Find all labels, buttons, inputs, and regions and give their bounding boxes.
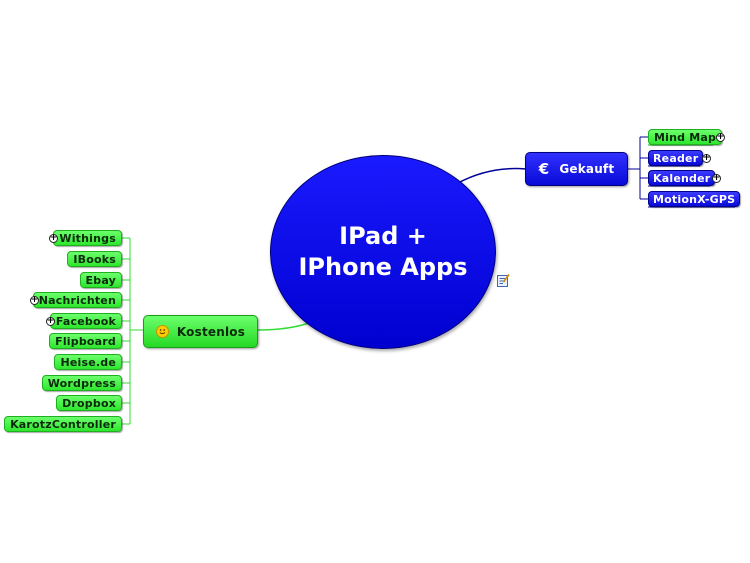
- expand-nachrichten-icon[interactable]: +: [30, 295, 39, 305]
- central-topic[interactable]: IPad + IPhone Apps: [270, 155, 496, 349]
- leaf-motionx-gps[interactable]: MotionX-GPS: [648, 191, 741, 207]
- expand-mind-map-icon[interactable]: +: [716, 132, 725, 142]
- leaf-facebook[interactable]: Facebook: [49, 313, 122, 329]
- expand-kalender-icon[interactable]: +: [712, 173, 721, 183]
- expand-withings-icon[interactable]: +: [49, 233, 58, 243]
- leaf-ebay[interactable]: Ebay: [79, 272, 122, 288]
- leaf-underlines: [648, 144, 735, 208]
- leaf-kalender[interactable]: Kalender: [648, 170, 716, 186]
- note-icon[interactable]: [497, 274, 510, 287]
- connector-central-kostenlos: [257, 321, 313, 331]
- leaf-mind-map[interactable]: Mind Map: [648, 129, 723, 145]
- leaf-wordpress[interactable]: Wordpress: [41, 375, 122, 391]
- leaf-heise[interactable]: Heise.de: [54, 354, 122, 370]
- connector-central-gekauft: [457, 167, 527, 184]
- leaf-karotzcontroller[interactable]: KarotzController: [4, 416, 122, 432]
- kostenlos-label: Kostenlos: [176, 324, 246, 339]
- expand-facebook-icon[interactable]: +: [46, 316, 55, 326]
- gekauft-label: Gekauft: [559, 162, 615, 176]
- leaf-flipboard[interactable]: Flipboard: [49, 333, 122, 349]
- euro-icon: €: [538, 160, 550, 178]
- expand-reader-icon[interactable]: +: [702, 153, 711, 163]
- gekauft-topic[interactable]: € Gekauft: [525, 152, 628, 186]
- gekauft-branch-lines: [628, 136, 648, 200]
- kostenlos-topic[interactable]: Kostenlos: [143, 315, 258, 348]
- leaf-dropbox[interactable]: Dropbox: [56, 395, 122, 411]
- leaf-withings[interactable]: Withings: [53, 230, 122, 246]
- kostenlos-branch-lines: [122, 237, 143, 425]
- leaf-reader[interactable]: Reader: [648, 150, 704, 166]
- central-topic-title: IPad + IPhone Apps: [298, 222, 468, 281]
- smiley-icon: [155, 325, 169, 338]
- leaf-nachrichten[interactable]: Nachrichten: [32, 292, 122, 308]
- leaf-ibooks[interactable]: IBooks: [67, 251, 122, 267]
